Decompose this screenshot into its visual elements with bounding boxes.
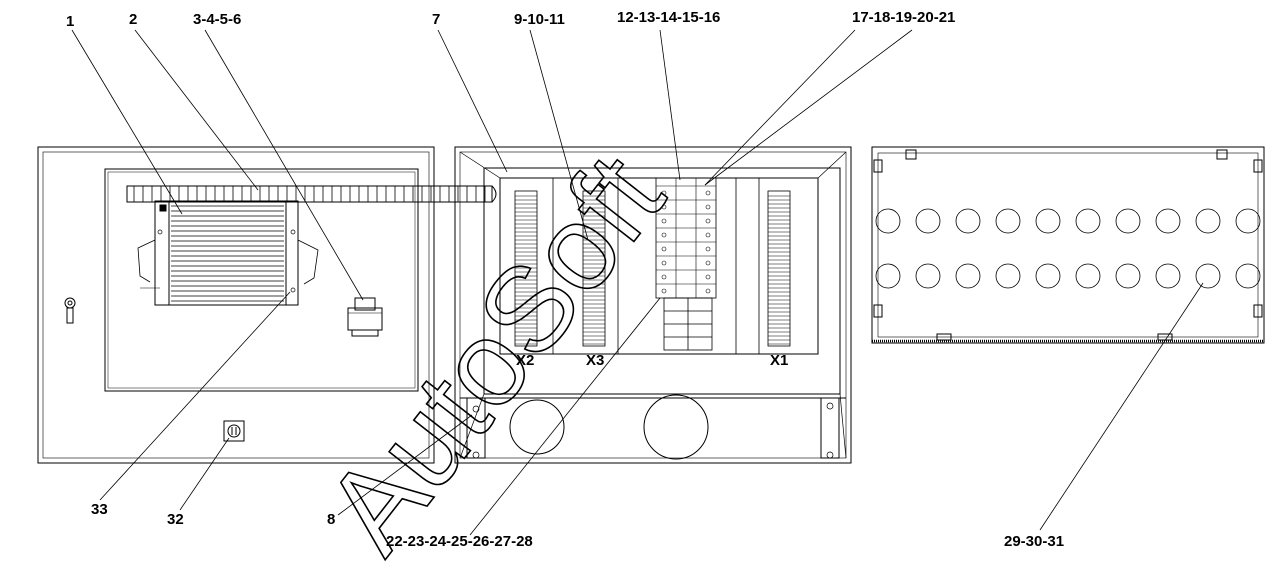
- plate-hole: [1075, 208, 1101, 234]
- callout-7: 7: [432, 11, 440, 28]
- breaker-screw: [705, 288, 711, 294]
- plate-hole: [915, 263, 941, 289]
- plate-hole: [1075, 263, 1101, 289]
- plate-hole: [1155, 208, 1181, 234]
- callout-8: 8: [327, 511, 335, 528]
- terminal-label-x2: X2: [516, 352, 534, 369]
- breaker-screw: [661, 288, 667, 294]
- right-enclosure: [871, 146, 1265, 344]
- plate-hole: [875, 263, 901, 289]
- heater-fins: [171, 205, 284, 302]
- cable-duct: [126, 185, 497, 203]
- breaker-screw: [661, 260, 667, 266]
- din-rails: [552, 178, 760, 354]
- terminal-label-x1: X1: [770, 352, 788, 369]
- breaker-screw: [661, 246, 667, 252]
- middle-enclosure: [454, 146, 852, 464]
- thermostat: [347, 297, 383, 337]
- plate-hole: [955, 263, 981, 289]
- plate-hole: [1235, 208, 1261, 234]
- plate-hole: [1195, 208, 1221, 234]
- breaker-screw: [705, 246, 711, 252]
- breaker-screw: [661, 204, 667, 210]
- leader-lines: [71, 29, 1204, 536]
- callout-9-11: 9-10-11: [514, 11, 565, 28]
- watermark-text: AutoSoft: [300, 131, 689, 569]
- breaker-screw: [661, 232, 667, 238]
- callout-1: 1: [66, 13, 74, 30]
- plate-hole: [1195, 263, 1221, 289]
- plate-hole: [1155, 263, 1181, 289]
- plate-hole: [1115, 208, 1141, 234]
- door-lock: [64, 297, 76, 324]
- left-enclosure: [37, 146, 435, 464]
- breaker-screw: [705, 204, 711, 210]
- plate-hole: [915, 208, 941, 234]
- breaker-screw: [705, 274, 711, 280]
- breaker-screw: [705, 260, 711, 266]
- plate-hole: [995, 263, 1021, 289]
- plate-hole: [875, 208, 901, 234]
- callout-3-6: 3-4-5-6: [193, 11, 241, 28]
- breaker-screw: [705, 218, 711, 224]
- breaker-screw: [705, 232, 711, 238]
- pushbutton: [223, 420, 245, 442]
- breaker-screw: [705, 190, 711, 196]
- callout-32: 32: [167, 511, 184, 528]
- terminal-strips: [514, 190, 791, 347]
- callout-33: 33: [91, 501, 108, 518]
- plate-hole: [1235, 263, 1261, 289]
- breaker-block: [655, 177, 717, 351]
- breaker-screw: [661, 274, 667, 280]
- callout-2: 2: [129, 11, 137, 28]
- callout-17-21: 17-18-19-20-21: [852, 9, 955, 26]
- heater-unit: [137, 200, 319, 306]
- plate-hole: [955, 208, 981, 234]
- breaker-screw: [661, 218, 667, 224]
- plate-hole: [995, 208, 1021, 234]
- plate-hole: [1035, 263, 1061, 289]
- plate-hole: [1115, 263, 1141, 289]
- callout-29-31: 29-30-31: [1004, 533, 1064, 550]
- terminal-label-x3: X3: [586, 352, 604, 369]
- plate-hole: [1035, 208, 1061, 234]
- callout-12-16: 12-13-14-15-16: [617, 9, 720, 26]
- callout-22-28: 22-23-24-25-26-27-28: [386, 533, 533, 550]
- breaker-screw: [661, 190, 667, 196]
